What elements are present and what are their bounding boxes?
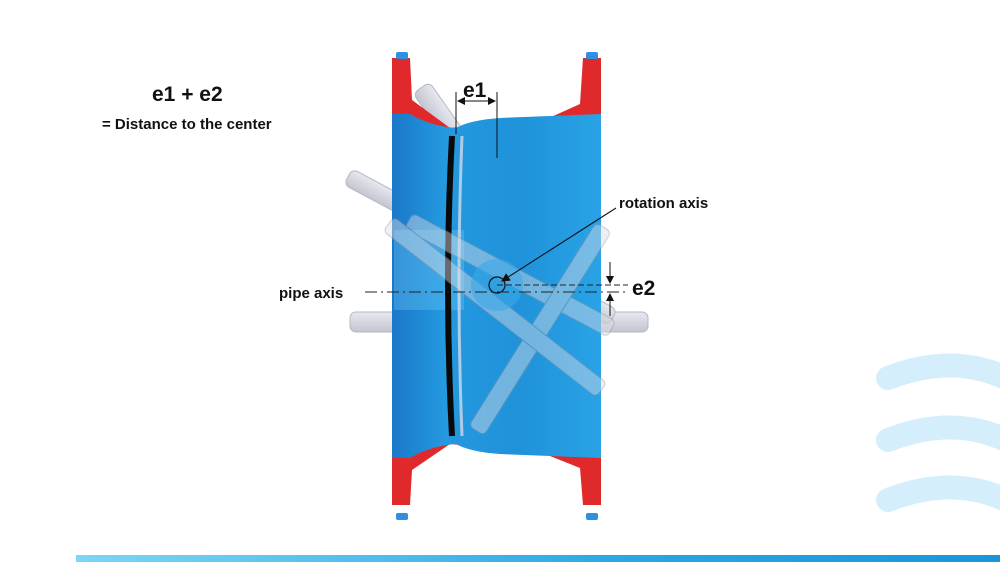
e2-label: e2: [632, 277, 655, 300]
e1-dimension: [455, 92, 498, 158]
formula-caption: = Distance to the center: [102, 116, 272, 133]
bottom-accent-bar: [76, 555, 1000, 562]
rotation-axis-label: rotation axis: [619, 195, 708, 212]
bolt-caps: [396, 52, 598, 520]
formula-heading: e1 + e2: [152, 83, 223, 106]
body-highlight: [394, 230, 464, 310]
e1-label: e1: [463, 79, 487, 102]
pipe-axis-label: pipe axis: [279, 285, 343, 302]
wave-decoration: [876, 353, 1000, 512]
rotation-axis-leader: [501, 207, 617, 282]
seat-ring: [445, 135, 464, 437]
